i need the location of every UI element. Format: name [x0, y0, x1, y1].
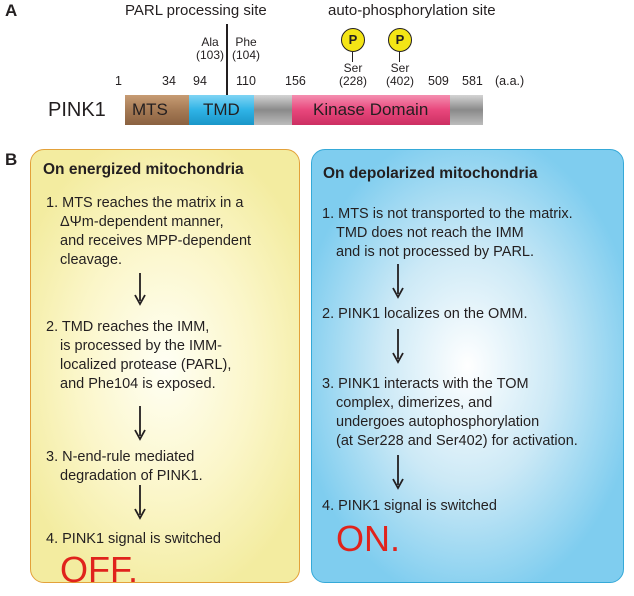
ser402-label: Ser (402) [385, 61, 414, 88]
panel-a-label: A [5, 1, 18, 20]
depolarized-title: On depolarized mitochondria [323, 165, 538, 182]
auto-site-title: auto-phosphorylation site [328, 2, 496, 19]
down-arrow-icon [392, 264, 404, 299]
depolarized-result: ON. [336, 518, 401, 559]
position-110: 110 [236, 74, 256, 88]
phospho-stem [399, 52, 401, 62]
down-arrow-icon [134, 273, 146, 306]
energized-result: OFF. [60, 549, 138, 590]
phospho-badge-icon: P [388, 28, 412, 52]
position-34: 34 [162, 74, 176, 88]
panel-b-label: B [5, 150, 18, 169]
depolarized-step-2: 2. PINK1 localizes on the OMM. [322, 306, 528, 322]
mts-label: MTS [132, 100, 168, 119]
phospho-badge-icon: P [341, 28, 365, 52]
ser228-label: Ser (228) [338, 61, 367, 88]
energized-step-3: 3. N-end-rule mediated degradation of PI… [46, 449, 203, 484]
energized-step-4: 4. PINK1 signal is switched [46, 531, 221, 547]
position-509: 509 [428, 74, 449, 88]
mts-domain [125, 95, 189, 125]
energized-step-2: 2. TMD reaches the IMM, is processed by … [46, 319, 232, 392]
position-156: 156 [285, 74, 306, 88]
protein-name: PINK1 [48, 99, 106, 121]
energized-box [30, 149, 300, 583]
parl-cleavage-line [226, 24, 228, 125]
down-arrow-icon [134, 485, 146, 520]
energized-step-1: 1. MTS reaches the matrix in a ΔΨm-depen… [46, 195, 252, 268]
tmd-domain [189, 95, 254, 125]
kinase-label: Kinase Domain [313, 100, 429, 119]
ala-label: Ala (103) [195, 35, 224, 62]
kinase-domain [292, 95, 450, 125]
down-arrow-icon [392, 455, 404, 490]
depolarized-step-3: 3. PINK1 interacts with the TOM complex,… [322, 376, 578, 449]
phospho-stem [352, 52, 354, 62]
depolarized-box [311, 149, 624, 583]
parl-site-title: PARL processing site [125, 2, 267, 19]
depolarized-step-4: 4. PINK1 signal is switched [322, 498, 497, 514]
down-arrow-icon [134, 406, 146, 441]
position-581: 581 [462, 74, 483, 88]
depolarized-step-1: 1. MTS is not transported to the matrix.… [322, 206, 573, 260]
energized-title: On energized mitochondria [43, 161, 244, 178]
down-arrow-icon [392, 329, 404, 364]
position-1: 1 [115, 74, 122, 88]
phe-label: Phe (104) [231, 35, 260, 62]
unit-label: (a.a.) [495, 74, 525, 88]
tmd-label: TMD [203, 100, 240, 119]
position-94: 94 [193, 74, 207, 88]
